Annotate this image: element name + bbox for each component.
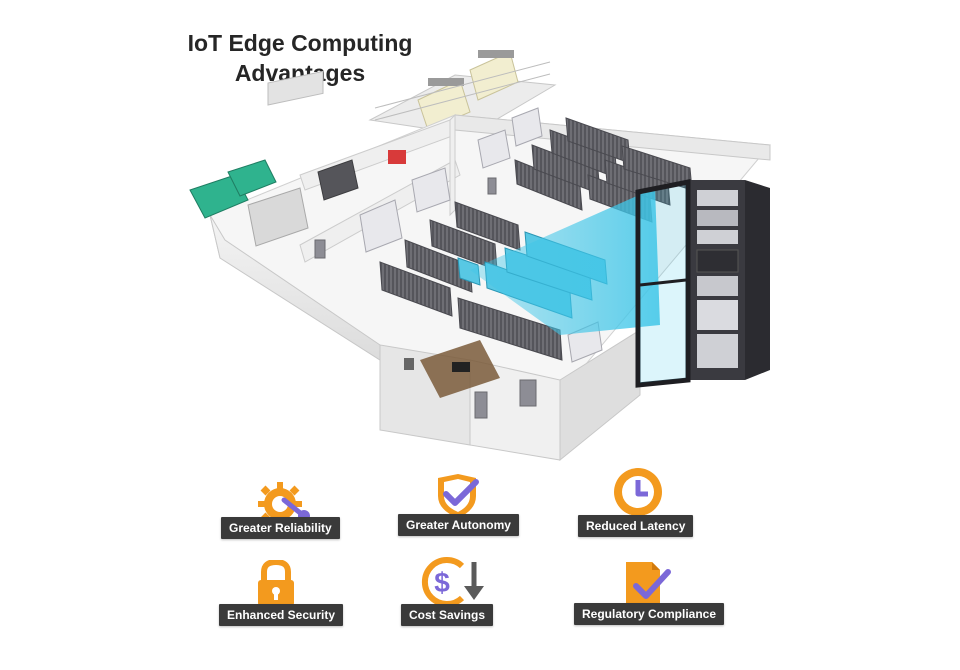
office-room bbox=[404, 340, 500, 398]
page-title: IoT Edge Computing Advantages bbox=[150, 28, 450, 88]
svg-text:$: $ bbox=[434, 567, 450, 598]
advantage-label-enhanced-security: Enhanced Security bbox=[219, 604, 344, 626]
advantage-label-greater-reliability: Greater Reliability bbox=[221, 517, 340, 539]
advantage-label-cost-savings: Cost Savings bbox=[401, 604, 494, 626]
shield-check-icon bbox=[438, 474, 479, 518]
gear-wrench-icon bbox=[258, 482, 310, 524]
outer-wall-right bbox=[559, 329, 641, 462]
padlock-icon bbox=[258, 560, 294, 606]
clock-icon bbox=[614, 468, 662, 516]
roof-fence bbox=[374, 61, 551, 121]
cooling-units bbox=[359, 107, 603, 363]
advantage-label-regulatory-compliance: Regulatory Compliance bbox=[574, 603, 725, 625]
title-line-1: IoT Edge Computing bbox=[187, 30, 413, 56]
document-check-icon bbox=[626, 562, 671, 604]
dollar-down-arrow-icon: $ bbox=[421, 557, 484, 606]
highlight-beam bbox=[470, 188, 660, 335]
advantage-label-reduced-latency: Reduced Latency bbox=[578, 515, 694, 537]
generators bbox=[189, 159, 277, 219]
electrical-cabinets bbox=[247, 150, 406, 247]
data-center-illustration bbox=[189, 50, 771, 462]
doors bbox=[314, 177, 537, 419]
server-rack-rows bbox=[379, 117, 693, 361]
advantage-label-greater-autonomy: Greater Autonomy bbox=[398, 514, 519, 536]
condenser-units bbox=[267, 70, 324, 106]
server-rack-cabinet bbox=[635, 178, 770, 388]
